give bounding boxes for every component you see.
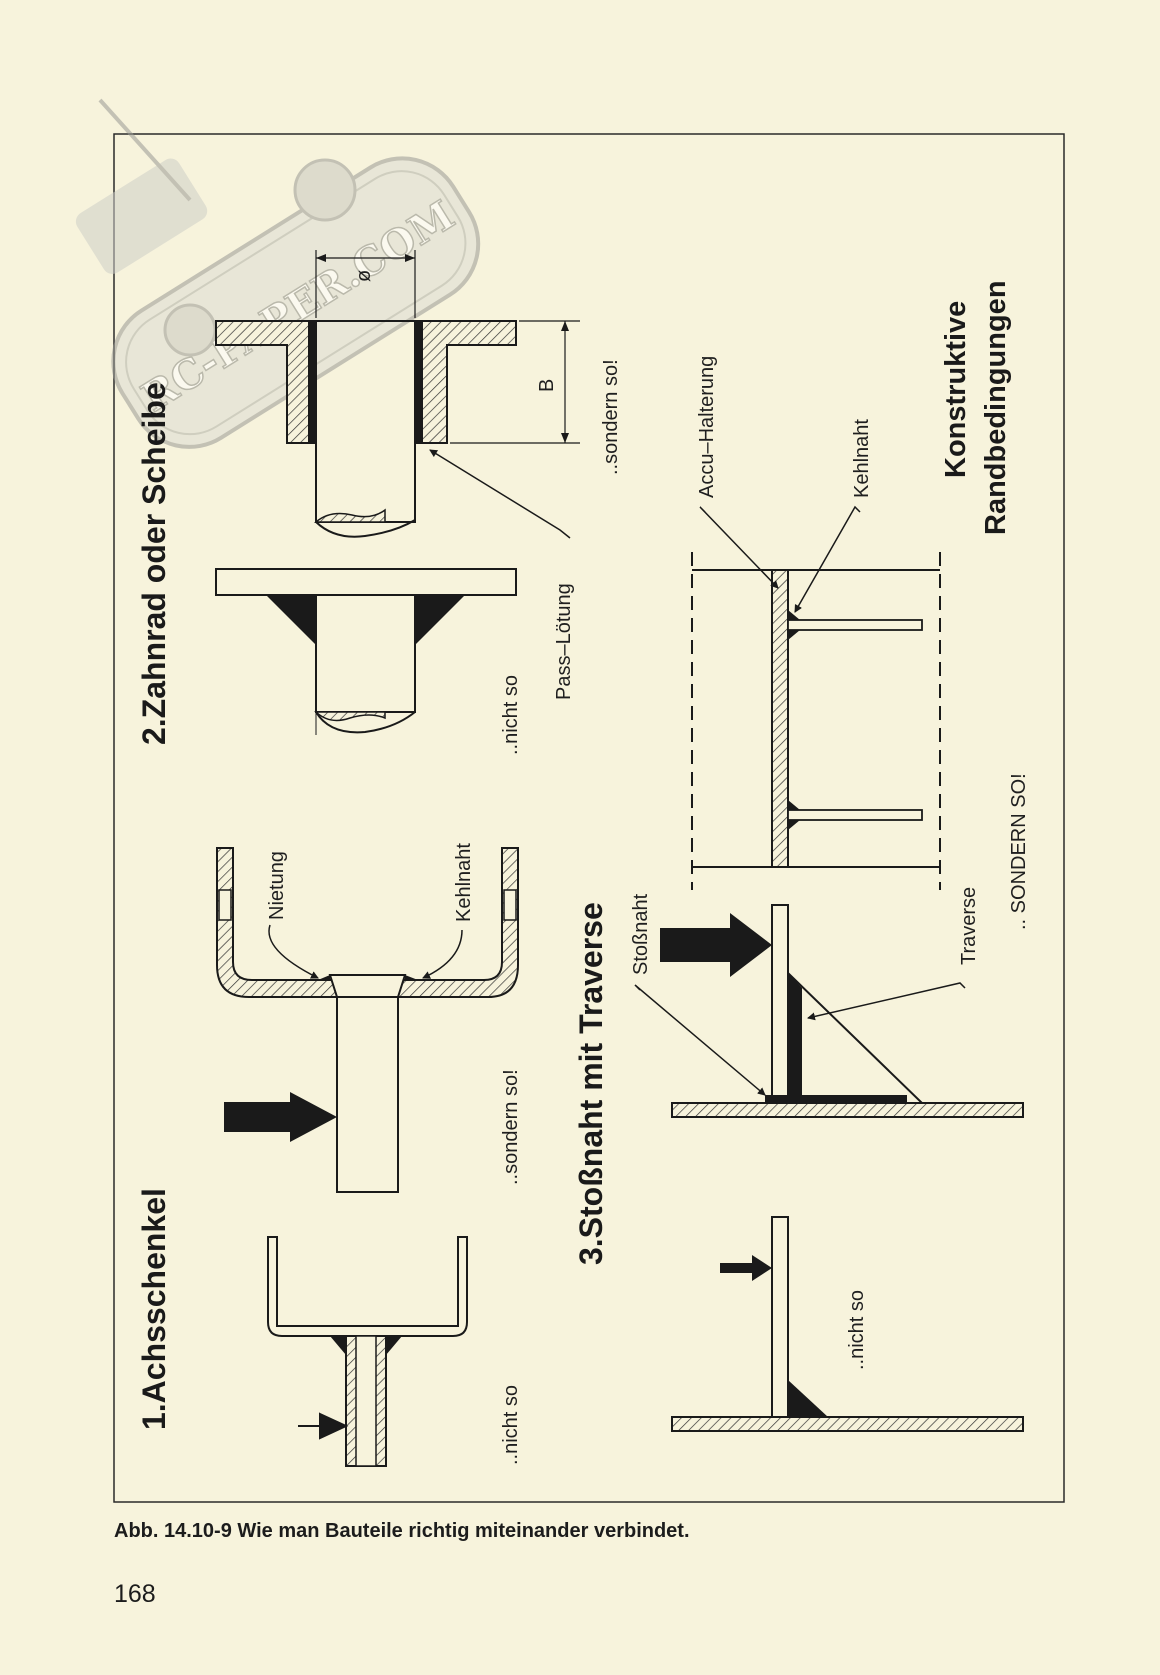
- page-number: 168: [114, 1580, 156, 1608]
- s2-label-width: B: [536, 379, 558, 392]
- s3-label-butt-weld: Stoßnaht: [630, 893, 652, 975]
- s2-but-this: ..sondern so!: [600, 359, 622, 475]
- s2-label-fit-solder: Pass–Lötung: [553, 583, 575, 700]
- s1-title: 1.Achsschenkel: [136, 1188, 172, 1430]
- s2-wrong-drawing: [215, 568, 517, 735]
- s1-label-fillet: Kehlnaht: [453, 843, 475, 922]
- s3-label-battery-holder: Accu–Halterung: [696, 356, 718, 498]
- s2-label-diameter: ø: [353, 270, 375, 282]
- s3-battery-holder-drawing: [691, 505, 941, 890]
- s1-wrong-drawing: [267, 1236, 468, 1467]
- s3-label-crossbar: Traverse: [958, 887, 980, 965]
- s2-correct-drawing: [215, 250, 580, 539]
- s3-label-fillet: Kehlnaht: [851, 419, 873, 498]
- s1-but-this: ..sondern so!: [500, 1069, 522, 1185]
- s3-title: 3.Stoßnaht mit Traverse: [573, 902, 609, 1265]
- figure-caption: Abb. 14.10-9 Wie man Bauteile richtig mi…: [114, 1520, 690, 1542]
- s3-correct-drawing: [634, 904, 1024, 1118]
- s1-correct-drawing: [216, 847, 519, 1193]
- s2-title: 2.Zahnrad oder Scheibe: [136, 382, 172, 745]
- s4-title-line2: Randbedingungen: [980, 280, 1012, 535]
- s2-not-this: ..nicht so: [500, 675, 522, 755]
- s1-not-this: ..nicht so: [500, 1385, 522, 1465]
- s1-label-rivet: Nietung: [266, 851, 288, 920]
- s4-title-line1: Konstruktive: [940, 301, 972, 478]
- s3-but-this: .. SONDERN SO!: [1008, 773, 1030, 930]
- s3-wrong-drawing: [671, 1216, 1024, 1432]
- s3-not-this: ..nicht so: [846, 1290, 868, 1370]
- figure-frame: [113, 133, 1065, 1503]
